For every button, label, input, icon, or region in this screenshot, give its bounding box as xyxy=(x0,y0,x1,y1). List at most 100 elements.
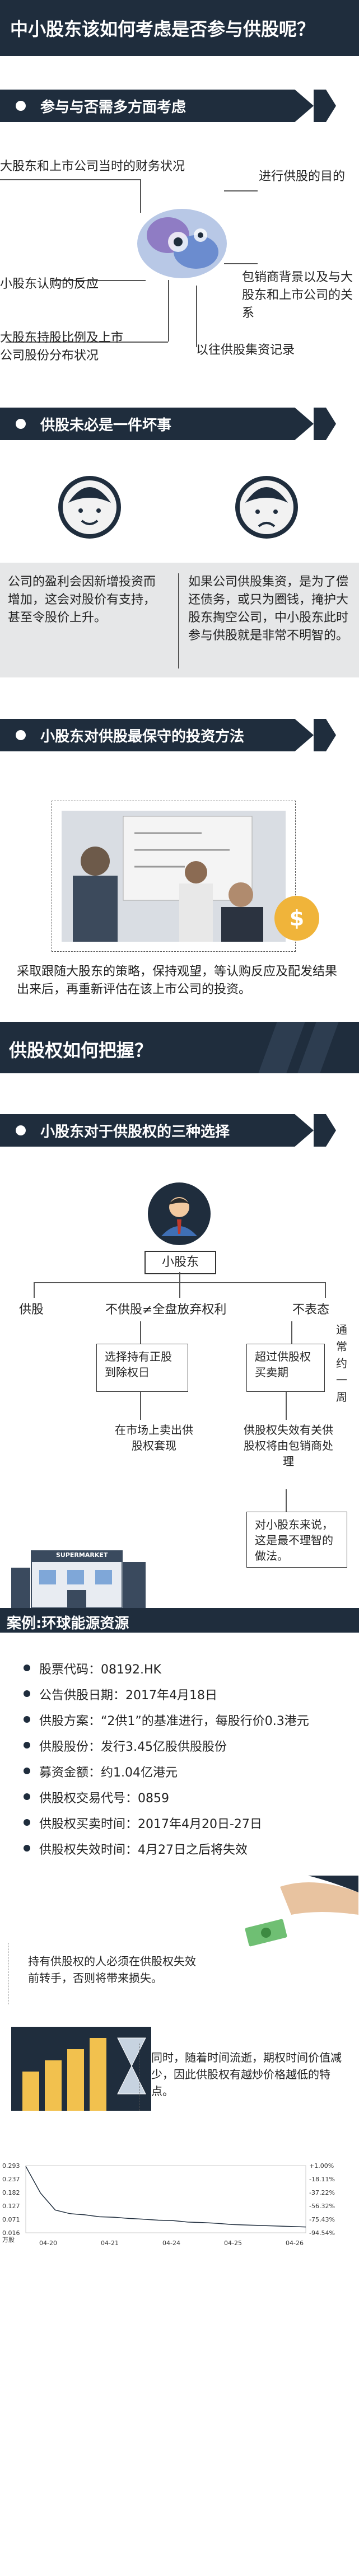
y-unit-label: 万股 xyxy=(2,2236,15,2243)
y-right-tick-label: -94.54% xyxy=(309,2229,335,2237)
negative-case-text: 如果公司供股集资，是为了偿还债务，或只为圈钱，掩护大股东掏空公司，中小股东此时参… xyxy=(188,575,349,643)
brain-gears-icon xyxy=(137,209,227,278)
section-heading-text: 参与与否需多方面考虑 xyxy=(40,99,187,116)
x-tick-label: 04-24 xyxy=(162,2240,180,2247)
tree-connector xyxy=(325,1282,326,1298)
option-subscribe: 供股 xyxy=(19,1303,44,1317)
connector-line xyxy=(0,179,140,180)
x-tick-label: 04-21 xyxy=(101,2240,119,2247)
photo-frame xyxy=(52,801,296,952)
section-heading-text: 供股未必是一件坏事 xyxy=(40,417,172,434)
tree-connector xyxy=(179,1282,180,1298)
stripe-decoration xyxy=(258,1022,305,1073)
tree-connector xyxy=(179,1272,180,1282)
supermarket-building-icon xyxy=(11,1550,146,1608)
chevron-right-icon xyxy=(314,719,336,751)
conclusion-box: 对小股东来说，这是最不理智的做法。 xyxy=(246,1512,347,1568)
connector-line xyxy=(196,286,197,347)
y-right-tick-label: -18.11% xyxy=(309,2176,335,2183)
section-heading-text: 小股东对于供股权的三种选择 xyxy=(40,1123,230,1140)
connector-line xyxy=(6,342,168,343)
stripe-decoration xyxy=(297,1022,339,1073)
y-tick-label: 0.293 xyxy=(2,2162,20,2170)
x-tick-label: 04-20 xyxy=(39,2240,57,2247)
y-tick-label: 0.182 xyxy=(2,2189,20,2196)
bracket xyxy=(139,2044,153,2111)
y-right-tick-label: -75.43% xyxy=(309,2216,335,2223)
connector-line xyxy=(168,280,169,342)
y-right-tick-label: -37.22% xyxy=(309,2189,335,2196)
chevron-right-icon xyxy=(314,90,336,122)
case-item: 公告供股日期：2017年4月18日 xyxy=(24,1685,217,1703)
case-band: 案例:环球能源资源 xyxy=(0,1608,359,1633)
bracket xyxy=(8,1943,22,2004)
factor-shareholding: 大股东持股比例及上市公司股份分布状况 xyxy=(0,331,124,363)
conservative-method-text: 采取跟随大股东的策略，保持观望，等认购反应及配发结果出来后，再重新评估在该上市公… xyxy=(17,965,338,997)
y-tick-label: 0.016 xyxy=(2,2229,20,2237)
happy-face-icon xyxy=(58,476,121,539)
result-sell-rights: 在市场上卖出供股权套现 xyxy=(115,1423,193,1452)
connector-line xyxy=(224,190,258,191)
case-heading: 案例:环球能源资源 xyxy=(7,1615,129,1632)
connector-line xyxy=(224,263,258,264)
banner-band: 供股权如何把握？ xyxy=(0,1022,359,1073)
price-series-line xyxy=(25,2166,306,2228)
case-item: 供股权交易代号：0859 xyxy=(24,1788,169,1806)
y-tick-label: 0.127 xyxy=(2,2203,20,2210)
y-right-tick-label: +1.00% xyxy=(309,2162,334,2170)
chevron-right-icon xyxy=(314,1114,336,1147)
tree-connector xyxy=(34,1282,35,1298)
tree-connector xyxy=(140,1321,141,1344)
factor-history: 以往供股集资记录 xyxy=(196,343,295,357)
choice-hold-shares: 选择持有正股到除权日 xyxy=(96,1344,188,1392)
note-must-transfer: 持有供股权的人必须在供股权失效前转手，否则将带来损失。 xyxy=(28,1955,196,1985)
bullet-dot-icon xyxy=(16,101,26,111)
divider xyxy=(178,573,179,668)
y-tick-label: 0.071 xyxy=(2,2216,20,2223)
building-sign: SUPERMARKET xyxy=(56,1551,108,1559)
tree-connector xyxy=(286,1489,287,1512)
note-about-one-week: 通常约一周 xyxy=(336,1323,347,1404)
chevron-right-icon xyxy=(314,408,336,440)
tree-connector xyxy=(286,1392,287,1420)
case-item: 股票代码：08192.HK xyxy=(24,1659,161,1677)
case-item: 供股股份：发行3.45亿股供股股份 xyxy=(24,1737,227,1755)
case-item: 供股权买卖时间：2017年4月20日-27日 xyxy=(24,1814,262,1832)
x-tick-label: 04-25 xyxy=(224,2240,242,2247)
y-tick-label: 0.237 xyxy=(2,2176,20,2183)
factor-reaction: 小股东认购的反应 xyxy=(0,277,99,291)
result-rights-lapse: 供股权失效有关供股权将由包销商处理 xyxy=(244,1423,333,1468)
coins-hourglass-icon xyxy=(11,2027,151,2111)
section-heading-not-bad: 供股未必是一件坏事 xyxy=(0,408,314,440)
option-no-stance: 不表态 xyxy=(292,1303,330,1317)
connector-line xyxy=(50,280,146,281)
note-time-value: 同时，随着时间流逝，期权时间价值减少，因此供股权有越炒价格越低的特点。 xyxy=(151,2051,342,2098)
dollar-sign: $ xyxy=(289,906,305,931)
bullet-dot-icon xyxy=(16,419,26,429)
case-item: 供股方案：“2供1”的基准进行，每股行价0.3港元 xyxy=(24,1711,309,1729)
section-heading-text: 小股东对供股最保守的投资方法 xyxy=(40,728,245,745)
compare-band xyxy=(0,563,359,677)
banner-title: 供股权如何把握？ xyxy=(9,1040,153,1061)
tree-connector xyxy=(140,1392,141,1420)
bullet-dot-icon xyxy=(16,1125,26,1135)
factor-finance: 大股东和上市公司当时的财务状况 xyxy=(0,160,185,174)
factor-underwriter: 包销商背景以及与大股东和上市公司的关系 xyxy=(242,270,353,320)
y-right-tick-label: -56.32% xyxy=(309,2203,335,2210)
root-node: 小股东 xyxy=(144,1251,216,1274)
positive-case-text: 公司的盈利会因新增投资而增加，这会对股价有支持，甚至令股价上升。 xyxy=(8,575,156,625)
section-heading-factors: 参与与否需多方面考虑 xyxy=(0,90,314,122)
tree-connector xyxy=(291,1321,292,1344)
case-item: 供股权失效时间：4月27日之后将失效 xyxy=(24,1840,248,1858)
case-item: 募资金额：约1.04亿港元 xyxy=(24,1762,178,1780)
option-not-subscribe: 不供股≠全盘放弃权利 xyxy=(105,1303,227,1317)
choice-exceed-period: 超过供股权买卖期 xyxy=(246,1344,325,1392)
money-bag-icon: $ xyxy=(274,896,319,941)
x-tick-label: 04-26 xyxy=(286,2240,304,2247)
section-heading-three-choices: 小股东对于供股权的三种选择 xyxy=(0,1114,314,1147)
bullet-dot-icon xyxy=(16,730,26,740)
section-heading-conservative: 小股东对供股最保守的投资方法 xyxy=(0,719,314,751)
factor-purpose: 进行供股的目的 xyxy=(259,170,346,184)
price-chart: 0.293 0.237 0.182 0.127 0.071 0.016 +1.00% -18… xyxy=(2,2162,335,2247)
businessman-avatar xyxy=(148,1182,211,1245)
